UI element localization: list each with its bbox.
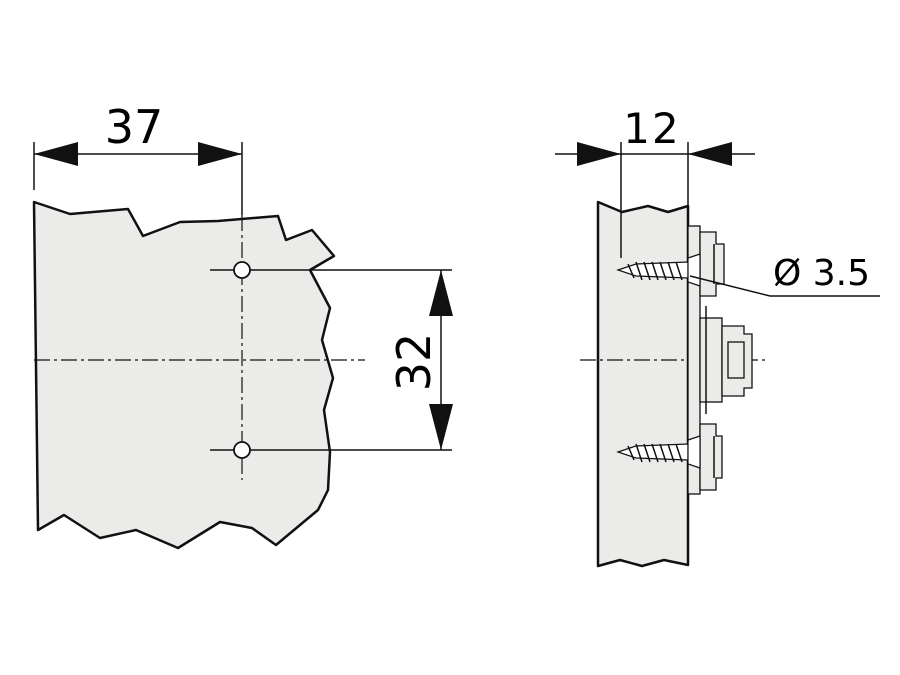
arrow-12-left	[577, 142, 621, 166]
dim-text-32: 32	[387, 333, 441, 392]
diameter-leader	[689, 275, 880, 297]
upper-hole	[233, 261, 251, 279]
side-view: 12 Ø 3.5	[555, 104, 880, 568]
plate-center-block	[699, 317, 723, 403]
mounting-plate	[687, 225, 753, 495]
plate-clip-slot	[727, 341, 745, 379]
arrow-37-right	[198, 142, 242, 166]
plate-lower-boss	[699, 423, 723, 491]
lower-hole	[233, 441, 251, 459]
front-panel	[32, 200, 336, 550]
arrow-37-left	[34, 142, 78, 166]
front-view: 37 32	[32, 100, 453, 550]
arrow-12-right	[688, 142, 732, 166]
plate-upper-boss	[699, 231, 725, 297]
side-panel	[596, 200, 690, 568]
lower-screw	[616, 435, 701, 469]
dim-text-37: 37	[105, 100, 164, 154]
arrow-32-bottom	[429, 404, 453, 450]
dim-text-12: 12	[623, 104, 680, 153]
arrow-32-top	[429, 270, 453, 316]
diameter-callout: Ø 3.5	[773, 253, 870, 294]
